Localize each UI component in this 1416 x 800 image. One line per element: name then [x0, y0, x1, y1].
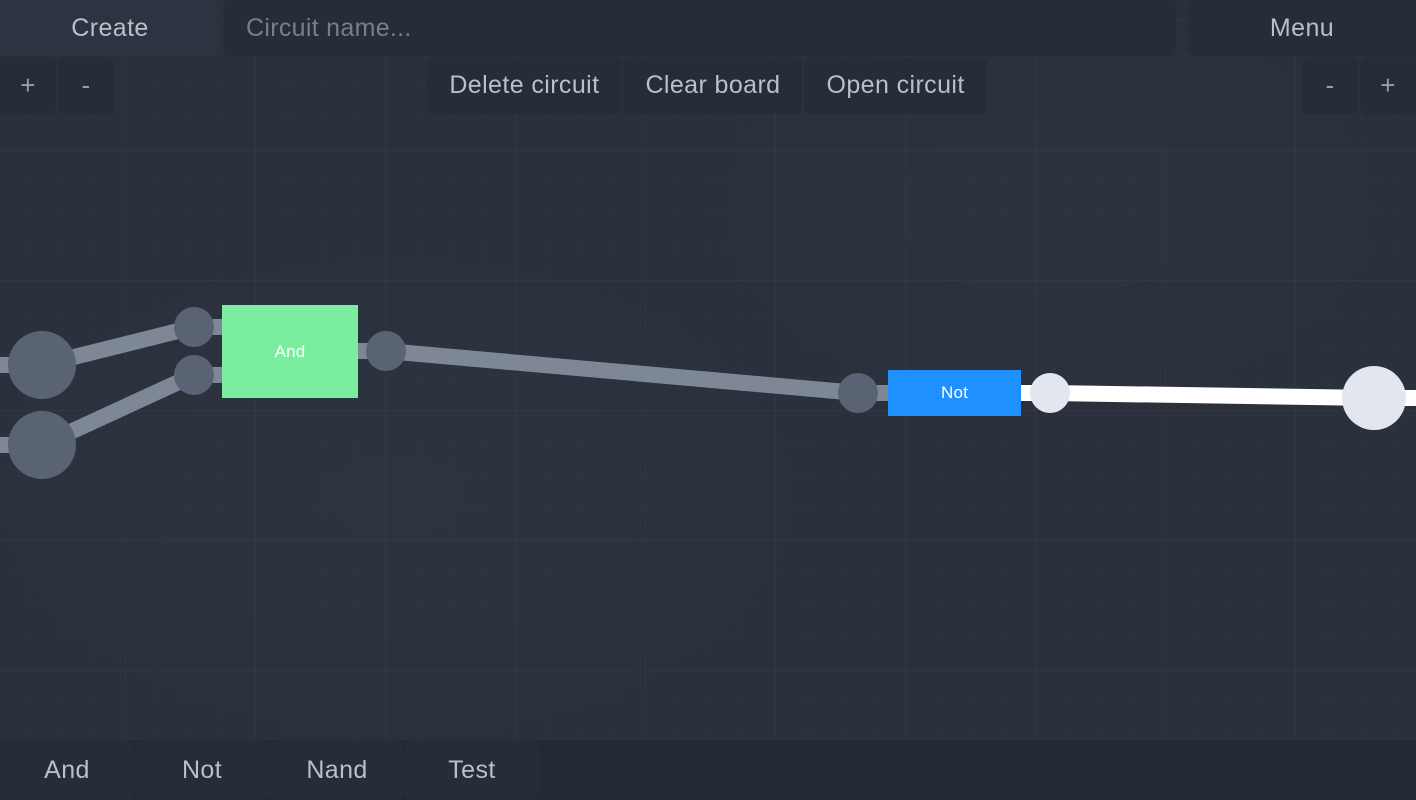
output-node[interactable] [1342, 366, 1406, 430]
palette-gate-test[interactable]: Test [405, 740, 539, 800]
not-input-pin[interactable] [838, 373, 878, 413]
gate-label: Not [940, 383, 969, 402]
zoom-in-left-button[interactable]: + [0, 57, 56, 114]
circuit-name-input[interactable] [224, 0, 1176, 56]
delete-circuit-button[interactable]: Delete circuit [427, 57, 622, 114]
open-circuit-button[interactable]: Open circuit [804, 57, 987, 114]
zoom-out-right-button[interactable]: - [1302, 57, 1359, 114]
clear-board-button[interactable]: Clear board [623, 57, 803, 114]
top-toolbar-primary: Create Menu [0, 0, 1416, 56]
zoom-out-left-button[interactable]: - [58, 57, 114, 114]
input-node-a[interactable] [8, 331, 76, 399]
and-output-pin[interactable] [366, 331, 406, 371]
toolbar-spacer-right [988, 57, 1300, 114]
zoom-in-right-button[interactable]: + [1360, 57, 1416, 114]
create-button[interactable]: Create [0, 0, 220, 56]
palette-gate-and[interactable]: And [0, 740, 134, 800]
gate-label: And [274, 341, 306, 361]
gate-not[interactable]: Not [888, 370, 1021, 416]
gate-and[interactable]: And [222, 305, 358, 398]
input-node-b[interactable] [8, 411, 76, 479]
not-output-pin[interactable] [1030, 373, 1070, 413]
and-input-pin-1[interactable] [174, 307, 214, 347]
menu-button[interactable]: Menu [1188, 0, 1416, 56]
palette-gate-nand[interactable]: Nand [270, 740, 404, 800]
palette-gate-not[interactable]: Not [135, 740, 269, 800]
and-input-pin-2[interactable] [174, 355, 214, 395]
toolbar-spacer-left [114, 57, 426, 114]
